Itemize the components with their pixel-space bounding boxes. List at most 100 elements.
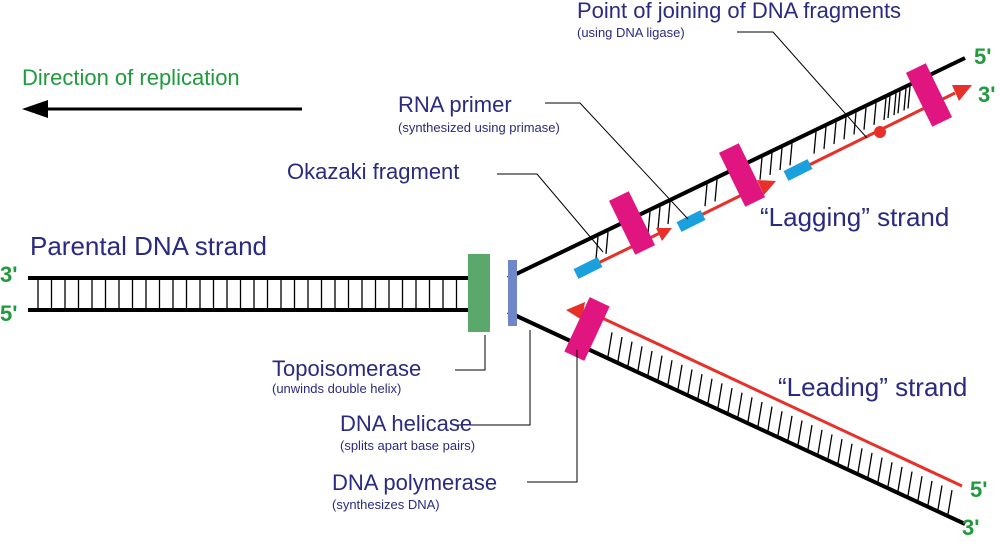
- parental-strand-label: Parental DNA strand: [30, 231, 268, 261]
- base-pair-rung: [857, 448, 863, 473]
- base-pair-rung: [657, 206, 661, 229]
- helicase-block: [508, 260, 517, 326]
- leading-end-outer: 3': [962, 515, 980, 540]
- base-pair-rung: [747, 397, 753, 422]
- base-pair-rung: [769, 152, 773, 175]
- base-pair-rung: [595, 236, 599, 259]
- base-pair-rung: [897, 466, 903, 492]
- helicase-subtitle: (splits apart base pairs): [340, 438, 476, 453]
- base-pair-rung: [637, 346, 643, 371]
- joining-subtitle: (using DNA ligase): [577, 25, 685, 40]
- lagging-strand-label: “Lagging” strand: [760, 202, 950, 232]
- rna-primer-title: RNA primer: [398, 92, 512, 117]
- base-pair-rung: [677, 364, 683, 389]
- polymerase-title: DNA polymerase: [332, 470, 498, 495]
- base-pair-rung: [704, 184, 708, 207]
- base-pair-rung: [907, 86, 911, 109]
- base-pair-rung: [817, 429, 823, 454]
- lagging-end-outer: 5': [974, 44, 992, 69]
- parental-end-top: 3': [0, 262, 18, 287]
- base-pair-rung: [807, 425, 813, 450]
- base-pair-rung: [927, 480, 933, 505]
- base-pair-rung: [877, 457, 883, 482]
- rna-primer: [573, 257, 603, 279]
- base-pair-rung: [837, 438, 843, 464]
- base-pair-rung: [737, 392, 743, 417]
- base-pair-rung: [779, 148, 783, 171]
- base-pair-rung: [823, 126, 827, 149]
- topoisomerase-block: [468, 254, 490, 332]
- base-pair-rung: [687, 369, 693, 394]
- base-pair-rung: [917, 476, 923, 501]
- base-pair-rung: [727, 387, 733, 413]
- arrow-head: [656, 228, 672, 241]
- base-pair-rung: [789, 143, 793, 166]
- parental-dna: [28, 276, 480, 312]
- base-pair-rung: [787, 415, 793, 440]
- base-pair-rung: [647, 350, 653, 376]
- base-pair-rung: [893, 93, 897, 116]
- arrow-head: [566, 302, 585, 320]
- base-pair-rung: [827, 434, 833, 459]
- topoisomerase-subtitle: (unwinds double helix): [272, 381, 402, 396]
- base-pair-rung: [717, 383, 723, 408]
- polymerase-block: [564, 297, 610, 361]
- base-pair-rung: [897, 91, 901, 114]
- base-pair-rung: [853, 112, 857, 135]
- base-pair-rung: [947, 490, 953, 515]
- direction-label: Direction of replication: [22, 65, 240, 90]
- base-pair-rung: [797, 420, 803, 445]
- lagging-end-inner: 3': [978, 82, 996, 107]
- base-pair-rung: [887, 462, 893, 487]
- polymerase-block: [608, 191, 656, 255]
- arrow-head: [757, 180, 776, 195]
- polymerase-blocks: [564, 63, 953, 361]
- base-pair-rung: [759, 157, 763, 180]
- topoisomerase-title: Topoisomerase: [272, 356, 422, 381]
- joining-title: Point of joining of DNA fragments: [577, 0, 902, 23]
- direction-arrow: [22, 100, 302, 118]
- base-pair-rung: [867, 452, 873, 478]
- base-pair-rung: [863, 107, 867, 130]
- base-pair-rung: [883, 97, 887, 121]
- base-pair-rung: [627, 341, 633, 366]
- leading-end-inner: 5': [970, 477, 988, 502]
- base-pair-rung: [617, 336, 623, 362]
- leader-lines: [455, 31, 868, 483]
- polymerase-block: [718, 143, 766, 207]
- base-pair-rung: [873, 102, 877, 125]
- base-pair-rung: [767, 406, 773, 431]
- rna-primer: [676, 210, 706, 232]
- polymerase-subtitle: (synthesizes DNA): [332, 497, 440, 512]
- base-pair-rung: [757, 401, 763, 427]
- base-pair-rung: [707, 378, 713, 403]
- leading-strand-label: “Leading” strand: [778, 372, 968, 402]
- base-pair-rung: [887, 96, 891, 119]
- rna-primer-subtitle: (synthesized using primase): [398, 120, 560, 135]
- parental-end-bottom: 5': [0, 301, 18, 326]
- base-pair-rung: [657, 355, 663, 380]
- base-pair-rung: [714, 179, 718, 202]
- base-pair-rung: [697, 374, 703, 399]
- ligase-join-point: [874, 126, 886, 138]
- base-pair-rung: [607, 332, 613, 357]
- leading-new-strand: [566, 302, 963, 488]
- arrow-head: [952, 85, 972, 101]
- base-pair-rung: [937, 485, 943, 510]
- base-pair-rung: [843, 117, 847, 140]
- helicase-title: DNA helicase: [340, 411, 473, 436]
- base-pair-rung: [833, 122, 837, 145]
- base-pair-rung: [813, 131, 817, 154]
- rna-primers: [573, 159, 813, 279]
- okazaki-title: Okazaki fragment: [287, 159, 460, 184]
- base-pair-rung: [847, 443, 853, 468]
- base-pair-rung: [907, 471, 913, 496]
- base-pair-rung: [777, 411, 783, 436]
- polymerase-block: [905, 63, 953, 127]
- base-pair-rung: [605, 231, 609, 254]
- base-pair-rung: [667, 360, 673, 385]
- base-pair-rung: [647, 211, 651, 234]
- base-pair-rung: [667, 201, 671, 225]
